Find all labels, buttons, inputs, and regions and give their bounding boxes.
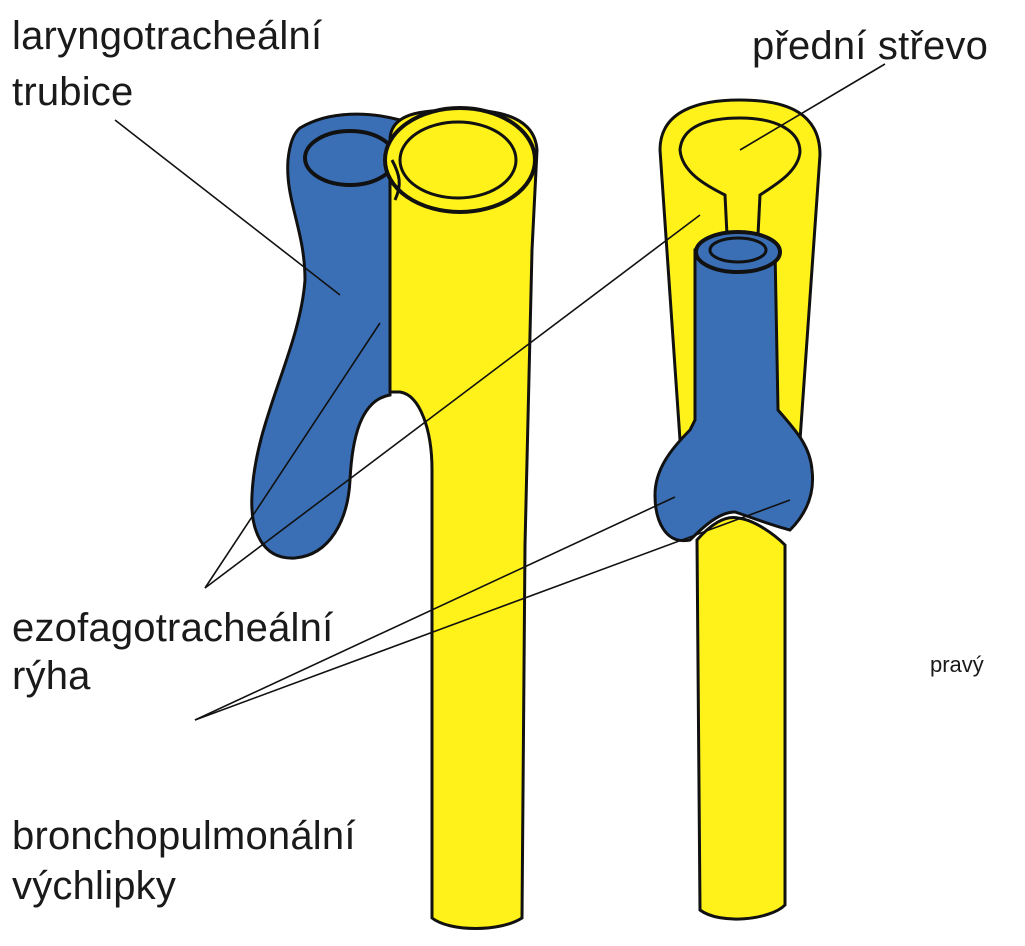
frontal-view-figure <box>655 100 820 919</box>
label-laryngotracheal-line2: trubice <box>12 64 133 120</box>
esophagus-lower <box>697 517 785 919</box>
lateral-view-figure <box>252 108 537 929</box>
label-right: pravý <box>930 652 984 678</box>
label-buds-line2: výchlipky <box>12 858 176 914</box>
label-foregut: přední střevo <box>752 18 988 74</box>
laryngotracheal-opening <box>305 131 395 185</box>
label-laryngotracheal-line1: laryngotracheální <box>12 8 322 64</box>
trachea-lumen <box>710 238 766 262</box>
foregut-lumen-left <box>400 122 516 198</box>
label-buds-line1: bronchopulmonální <box>12 808 356 864</box>
foregut-tube-left <box>390 110 537 929</box>
label-groove-line2: rýha <box>12 648 91 704</box>
